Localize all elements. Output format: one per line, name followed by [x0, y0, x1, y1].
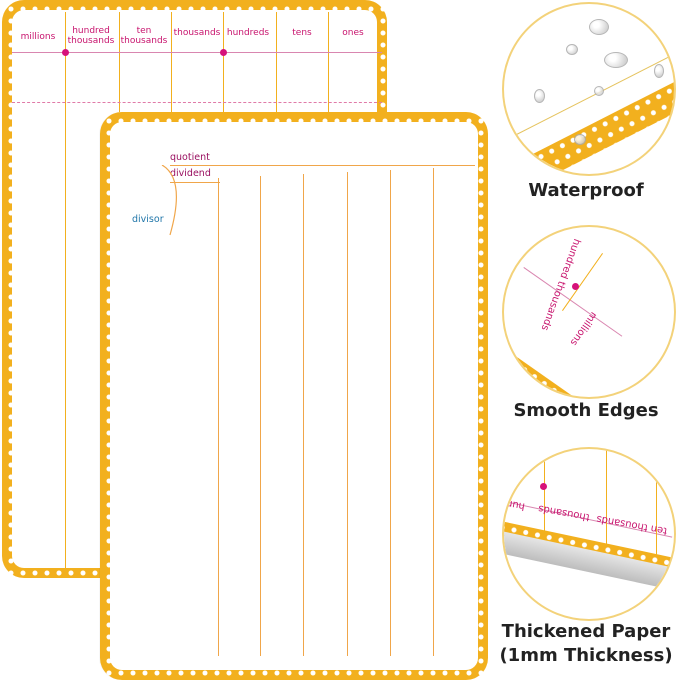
closeup-divider — [606, 449, 607, 569]
water-drop — [566, 44, 578, 55]
divisor-label: divisor — [132, 214, 164, 225]
division-bracket — [161, 165, 177, 236]
comma-dot — [572, 283, 579, 290]
long-division-board-surface: quotient dividend divisor — [110, 122, 478, 670]
comma-dot — [540, 483, 547, 490]
dashed-guide-line — [12, 102, 382, 103]
column-divider — [260, 176, 261, 656]
water-drop — [589, 19, 609, 35]
dividend-line — [170, 182, 220, 183]
column-divider — [65, 12, 66, 572]
closeup-label: millions — [567, 309, 599, 348]
column-divider — [433, 168, 434, 656]
comma-dot — [220, 49, 227, 56]
column-divider — [218, 178, 219, 656]
column-divider — [119, 12, 120, 112]
column-divider — [171, 12, 172, 112]
dividend-label: dividend — [170, 168, 211, 179]
column-divider — [390, 170, 391, 656]
closeup-divider — [544, 449, 545, 559]
closeup-label: thousands — [537, 502, 591, 523]
header-millions: millions — [20, 32, 56, 42]
thickened-paper-closeup: hun thousands ten thousands — [502, 447, 676, 621]
water-drop — [604, 52, 628, 68]
feature-title-thickened-paper: Thickened Paper (1mm Thickness) — [496, 620, 676, 668]
closeup-border — [504, 71, 674, 174]
closeup-border — [504, 327, 671, 397]
quotient-label: quotient — [170, 152, 210, 163]
feature-title-smooth-edges: Smooth Edges — [513, 400, 659, 421]
smooth-edges-closeup: hundred thousands millions — [502, 225, 676, 399]
water-drop — [654, 64, 664, 78]
header-baseline — [12, 52, 382, 53]
closeup-divider — [656, 469, 657, 579]
column-divider — [347, 172, 348, 656]
column-divider — [303, 174, 304, 656]
header-hundred-thousands: hundred thousands — [67, 26, 115, 46]
long-division-board: quotient dividend divisor — [100, 112, 488, 680]
header-tens: tens — [292, 28, 312, 38]
header-hundreds: hundreds — [226, 28, 270, 38]
waterproof-closeup — [502, 2, 676, 176]
column-divider — [328, 12, 329, 112]
water-drop — [594, 86, 604, 96]
header-ones: ones — [342, 28, 364, 38]
quotient-line — [170, 165, 475, 166]
header-ten-thousands: ten thousands — [120, 26, 168, 46]
feature-title-line2: (1mm Thickness) — [499, 645, 673, 666]
column-divider — [276, 12, 277, 112]
column-divider — [223, 12, 224, 112]
comma-dot — [62, 49, 69, 56]
water-drop — [574, 134, 586, 145]
water-drop — [534, 89, 545, 103]
feature-title-waterproof: Waterproof — [528, 180, 644, 201]
header-thousands: thousands — [173, 28, 221, 38]
closeup-label: hun — [505, 497, 526, 512]
feature-title-line1: Thickened Paper — [501, 621, 671, 642]
